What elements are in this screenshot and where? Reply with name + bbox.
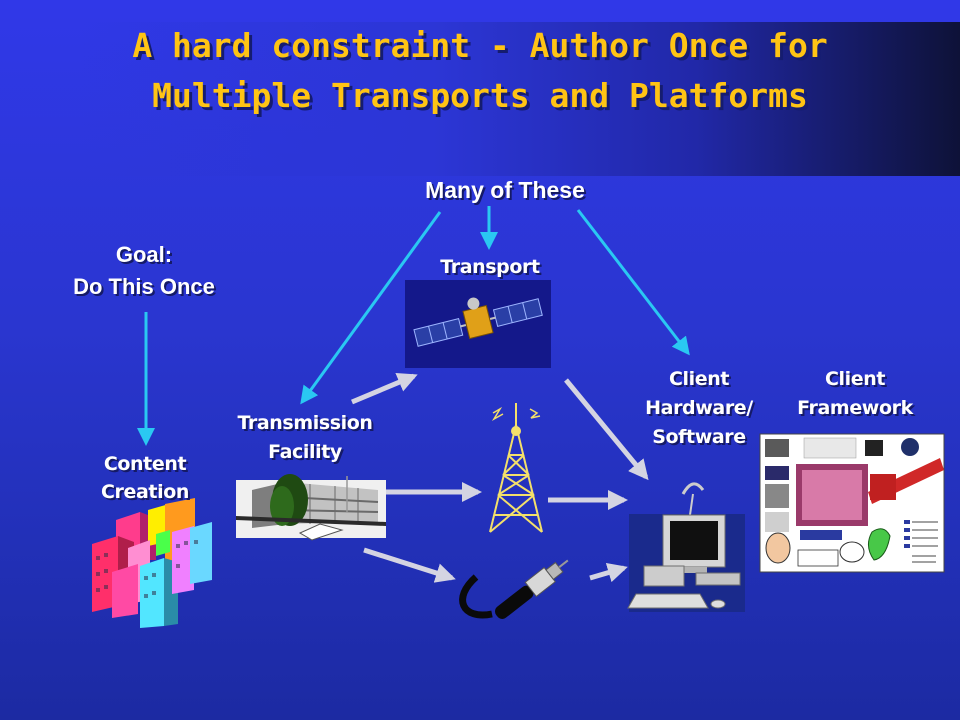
content-creation-label-line-1: Content [103, 453, 187, 475]
slide-title-line-1: A hard constraint - Author Once for [132, 26, 828, 65]
transport-label: Transport [440, 256, 540, 278]
office-building-icon [236, 474, 386, 541]
client-framework-label-line-2: Framework [797, 397, 913, 419]
web-page-screenshot [759, 433, 945, 573]
transmission-label-line-2: Facility [268, 441, 342, 463]
many-to-client-arrow [576, 209, 690, 356]
many-to-transmission-arrow [300, 211, 442, 405]
transmission-label-line-1: Transmission [237, 412, 373, 434]
computer-icon [627, 482, 745, 612]
facility-to-satellite-arrow [351, 372, 418, 405]
many-of-these-label: Many of These [425, 177, 585, 203]
city-buildings-icon [92, 498, 212, 628]
slide-title-line-2: Multiple Transports and Platforms [152, 76, 808, 115]
client-hardware-label-line-2: Hardware/ [645, 397, 753, 419]
cyan-arrows [137, 206, 690, 446]
cable-to-computer-arrow [589, 562, 628, 583]
satellite-icon [405, 280, 551, 368]
title-band [80, 22, 960, 176]
client-hardware-label-line-3: Software [652, 426, 746, 448]
grey-arrows [351, 372, 649, 583]
cable-connector-icon [459, 559, 569, 619]
content-creation-label-line-2: Creation [101, 481, 189, 503]
goal-label-line-2: Do This Once [73, 274, 215, 299]
client-hardware-label-line-1: Client [668, 368, 730, 390]
facility-to-cable-arrow [363, 547, 456, 583]
goal-label-line-1: Goal: [115, 242, 173, 267]
client-framework-label-line-1: Client [824, 368, 886, 390]
broadcast-tower-icon [489, 403, 543, 533]
satellite-to-computer-arrow [564, 378, 649, 481]
